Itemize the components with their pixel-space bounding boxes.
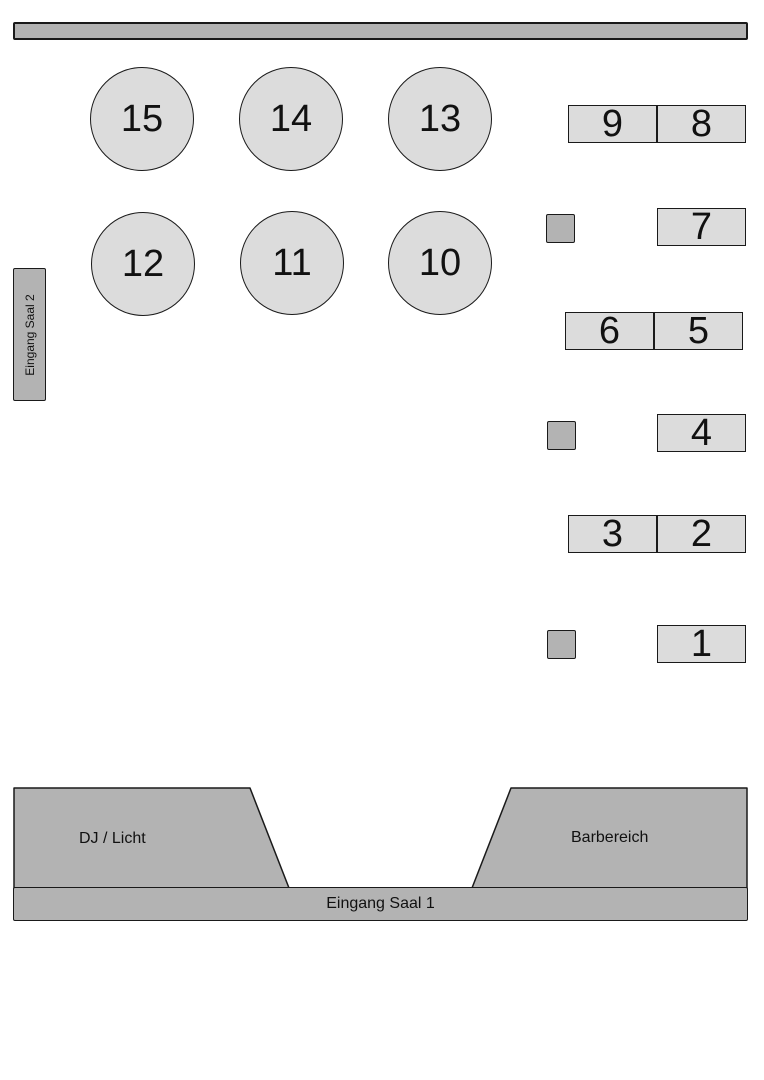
rect-table-1[interactable]: 1 [657,625,746,663]
bar-area-label: Barbereich [571,829,649,846]
rect-table-9[interactable]: 9 [568,105,657,143]
round-table-15[interactable]: 15 [90,67,194,171]
round-table-13[interactable]: 13 [388,67,492,171]
rect-table-4[interactable]: 4 [657,414,746,452]
dj-area[interactable] [13,787,290,889]
entrance-saal-1-label: Eingang Saal 1 [326,895,435,912]
round-table-12[interactable]: 12 [91,212,195,316]
pillar [546,214,575,243]
dj-area-label: DJ / Licht [79,830,146,847]
rect-table-6[interactable]: 6 [565,312,654,350]
round-table-11[interactable]: 11 [240,211,344,315]
rect-table-7[interactable]: 7 [657,208,746,246]
rect-table-5[interactable]: 5 [654,312,743,350]
round-table-10[interactable]: 10 [388,211,492,315]
entrance-saal-1[interactable]: Eingang Saal 1 [13,887,748,921]
rect-table-3[interactable]: 3 [568,515,657,553]
round-table-14[interactable]: 14 [239,67,343,171]
rect-table-8[interactable]: 8 [657,105,746,143]
rect-table-2[interactable]: 2 [657,515,746,553]
top-wall [13,22,748,40]
pillar [547,630,576,659]
entrance-saal-2[interactable]: Eingang Saal 2 [13,268,46,401]
pillar [547,421,576,450]
